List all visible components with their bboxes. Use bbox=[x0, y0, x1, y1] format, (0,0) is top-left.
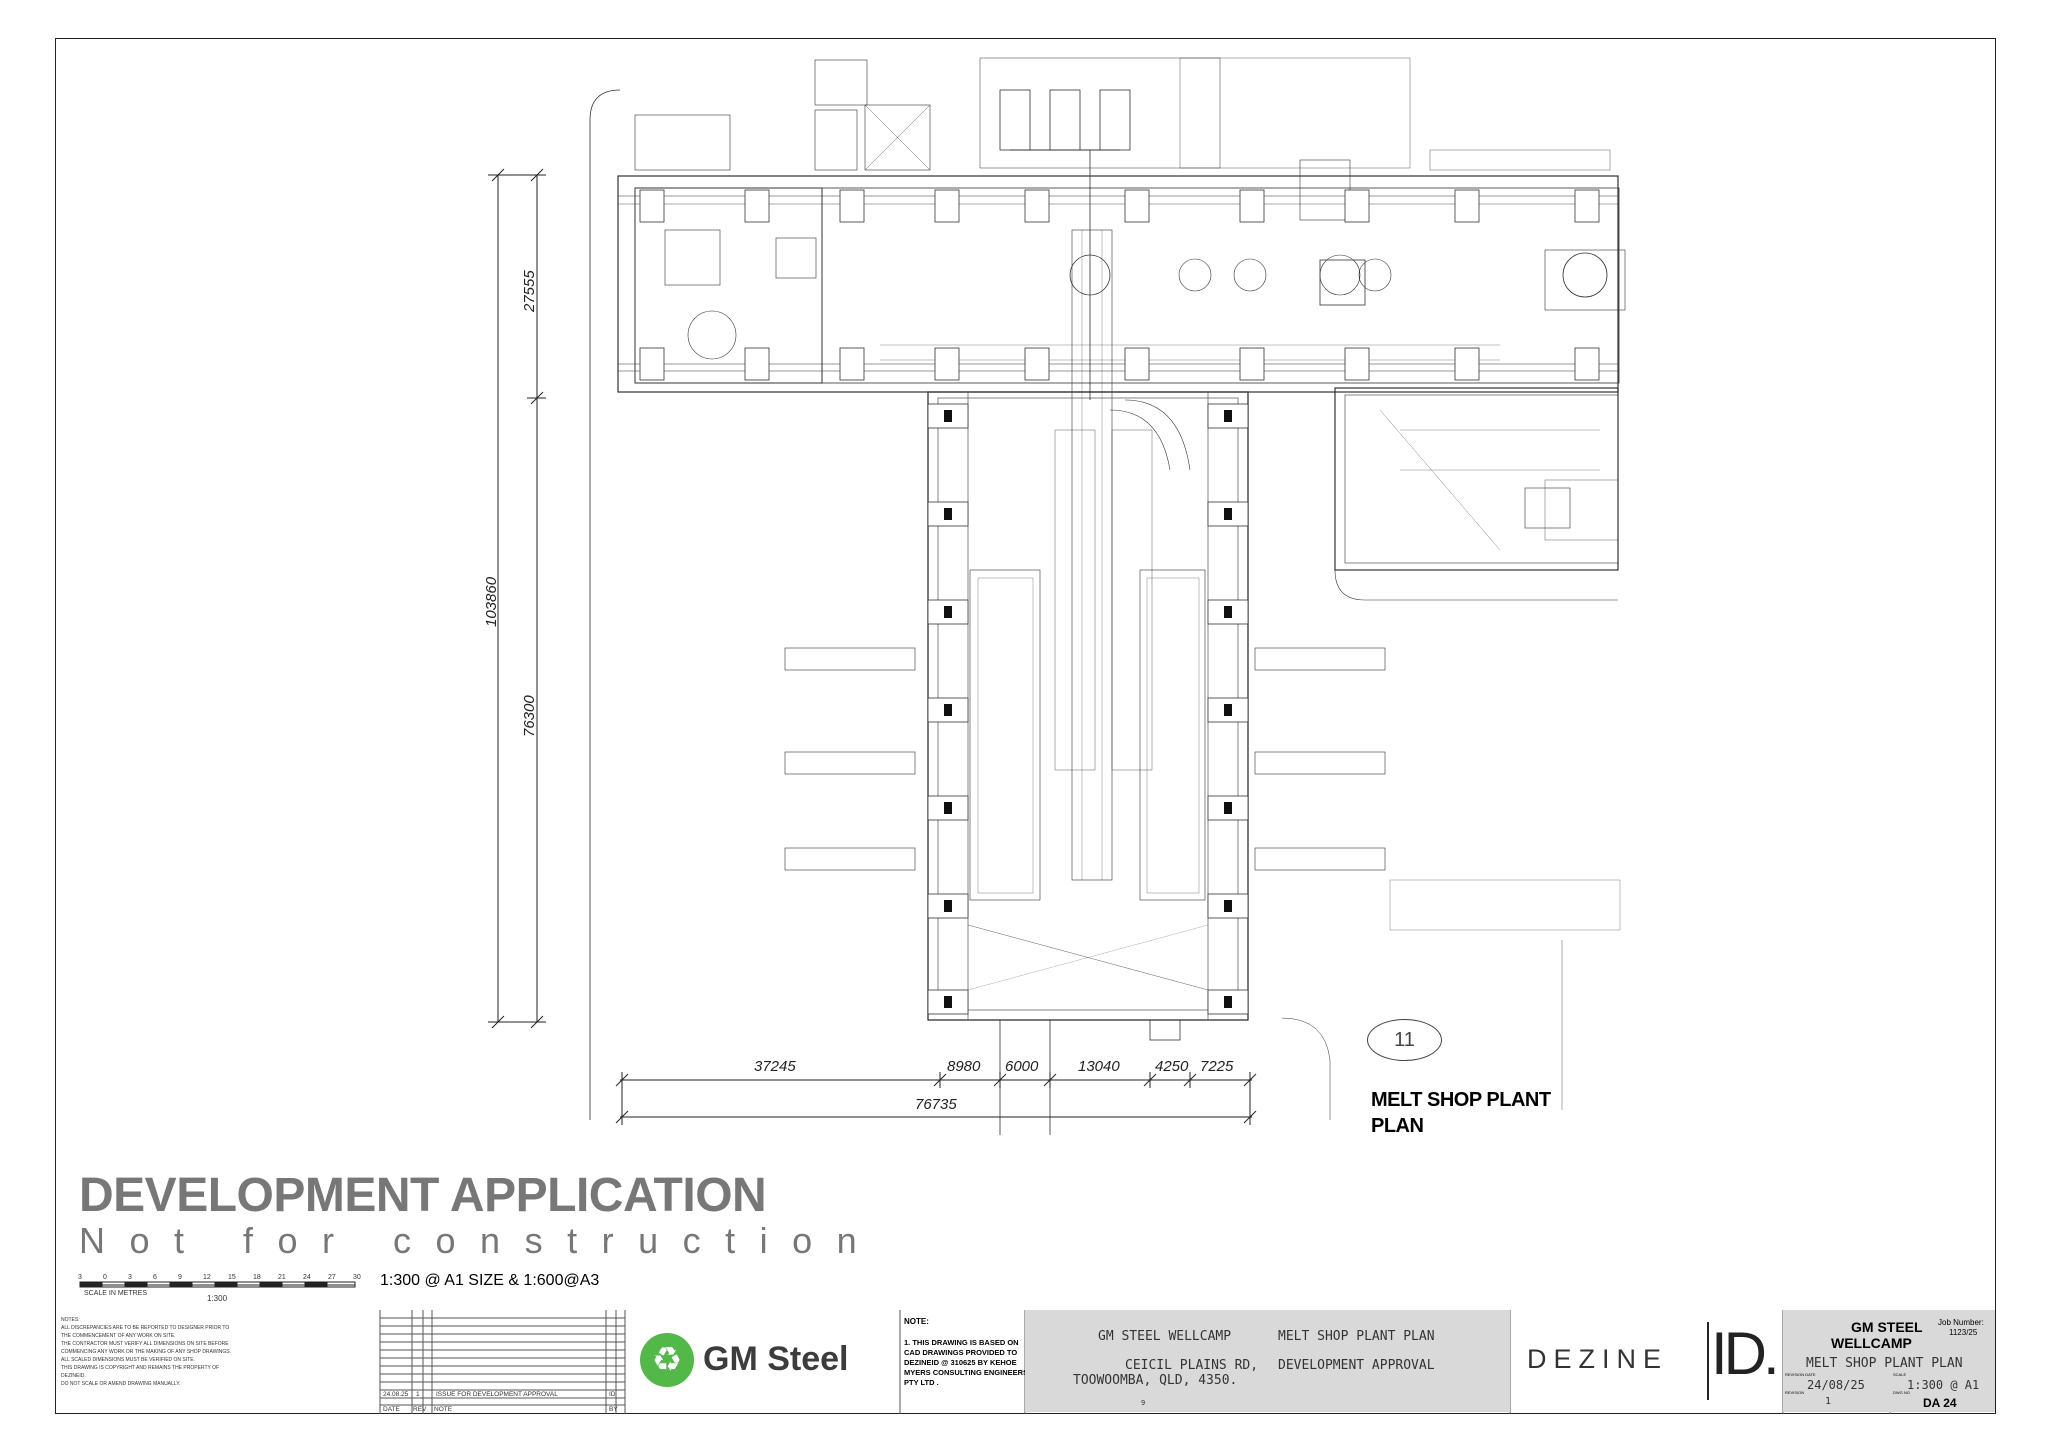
scale-bar-label: SCALE IN METRES bbox=[84, 1290, 148, 1297]
revision-date: 24.08.25 bbox=[383, 1391, 409, 1398]
client-short-2: WELLCAMP bbox=[1831, 1335, 1912, 1351]
scale-tick-label: 3 bbox=[78, 1274, 82, 1281]
client-logo: ♻ GM Steel bbox=[640, 1333, 880, 1389]
revision-label: REVISION bbox=[1785, 1390, 1805, 1395]
project-address-line1: CEICIL PLAINS RD, bbox=[1125, 1358, 1259, 1373]
notes-line: THE COMMENCEMENT OF ANY WORK ON SITE. bbox=[61, 1333, 176, 1339]
dim-8980: 8980 bbox=[947, 1058, 981, 1075]
sheet-title: MELT SHOP PLANT PLAN bbox=[1806, 1356, 1963, 1371]
scale-tick-label: 15 bbox=[228, 1274, 236, 1281]
development-application-title: DEVELOPMENT APPLICATION bbox=[79, 1169, 767, 1222]
dwg-value: DA 24 bbox=[1923, 1396, 1957, 1410]
grid-reference-tag: 11 bbox=[1367, 1019, 1442, 1061]
plan-title: MELT SHOP PLANT PLAN bbox=[1371, 1087, 1551, 1139]
recycle-icon: ♻ bbox=[640, 1333, 694, 1387]
studio-name: DEZINE bbox=[1527, 1344, 1669, 1374]
studio-mark-bar bbox=[1707, 1322, 1709, 1400]
revision-note: ISSUE FOR DEVELOPMENT APPROVAL bbox=[436, 1391, 558, 1398]
revision-value: 1 bbox=[1825, 1396, 1832, 1407]
scale-note: 1:300 @ A1 SIZE & 1:600@A3 bbox=[380, 1272, 600, 1289]
project-address-line2: TOOWOOMBA, QLD, 4350. bbox=[1073, 1373, 1238, 1388]
scale-tick-label: 9 bbox=[178, 1274, 182, 1281]
client-logo-text: GM Steel bbox=[703, 1340, 849, 1378]
scale-tick-label: 27 bbox=[328, 1274, 336, 1281]
revision-header-note: NOTE bbox=[434, 1406, 453, 1413]
plan-title-line1: MELT SHOP PLANT bbox=[1371, 1089, 1551, 1111]
lower-bay-outline bbox=[927, 391, 1249, 1021]
revision-number: 1 bbox=[416, 1391, 420, 1398]
scale-label: SCALE bbox=[1893, 1372, 1907, 1377]
notes-line: ALL DISCREPANCIES ARE TO BE REPORTED TO … bbox=[61, 1325, 230, 1331]
notes-lines: ALL DISCREPANCIES ARE TO BE REPORTED TO … bbox=[61, 1324, 411, 1388]
drawing-purpose: DEVELOPMENT APPROVAL bbox=[1278, 1358, 1435, 1373]
sheet-info-block: GM STEEL WELLCAMP Job Number: 1123/25 ME… bbox=[1783, 1310, 1995, 1412]
notes-line: COMMENCING ANY WORK OR THE MAKING OF ANY… bbox=[61, 1349, 232, 1355]
not-for-construction-subtitle: Not for construction bbox=[79, 1220, 882, 1261]
revision-date-label: REVISION DATE bbox=[1785, 1372, 1816, 1377]
job-number: 1123/25 bbox=[1949, 1328, 1978, 1337]
dwg-label: DWG NO bbox=[1893, 1390, 1910, 1395]
revision-header-by: BY bbox=[609, 1406, 618, 1413]
notes-line: DO NOT SCALE OR AMEND DRAWING MANUALLY. bbox=[61, 1381, 181, 1387]
dim-13040: 13040 bbox=[1078, 1058, 1120, 1075]
notes-line: ALL SCALED DIMENSIONS MUST BE VERIFIED O… bbox=[61, 1357, 195, 1363]
scale-tick-label: 0 bbox=[103, 1274, 107, 1281]
scale-tick-label: 18 bbox=[253, 1274, 261, 1281]
scale-bar-ratio: 1:300 bbox=[207, 1294, 228, 1303]
note-body: 1. THIS DRAWING IS BASED ON CAD DRAWINGS… bbox=[904, 1338, 1029, 1387]
scale-tick-label: 24 bbox=[303, 1274, 311, 1281]
client-short: GM STEEL bbox=[1851, 1319, 1923, 1335]
studio-mark: ID. bbox=[1711, 1320, 1780, 1387]
plan-title-line2: PLAN bbox=[1371, 1115, 1424, 1137]
revision-by: ID bbox=[609, 1391, 616, 1398]
dim-37245: 37245 bbox=[754, 1058, 796, 1075]
notes-heading: NOTES: bbox=[61, 1317, 80, 1323]
project-name: GM STEEL WELLCAMP bbox=[1098, 1329, 1232, 1344]
notes-cell: NOTES: ALL DISCREPANCIES ARE TO BE REPOR… bbox=[55, 1310, 380, 1414]
revision-date-value: 24/08/25 bbox=[1807, 1378, 1865, 1392]
scale-tick-label: 12 bbox=[203, 1274, 211, 1281]
project-info-block: GM STEEL WELLCAMP CEICIL PLAINS RD, TOOW… bbox=[1025, 1310, 1510, 1412]
job-number-label: Job Number: bbox=[1938, 1318, 1984, 1327]
dim-vertical-lower: 76300 bbox=[521, 695, 538, 737]
notes-line: THIS DRAWING IS COPYRIGHT AND REMAINS TH… bbox=[61, 1365, 220, 1371]
dim-4250: 4250 bbox=[1155, 1058, 1189, 1075]
notes-line: DEZINEID. bbox=[61, 1373, 86, 1379]
dim-vertical-total: 103860 bbox=[483, 576, 500, 627]
dim-7225: 7225 bbox=[1200, 1058, 1234, 1075]
revision-header-rev: REV bbox=[413, 1406, 427, 1413]
revision-header-date: DATE bbox=[383, 1406, 400, 1413]
notes-line: THE CONTRACTOR MUST VERIFY ALL DIMENSION… bbox=[61, 1341, 229, 1347]
scale-value: 1:300 @ A1 bbox=[1907, 1378, 1980, 1392]
notes-text: NOTES: ALL DISCREPANCIES ARE TO BE REPOR… bbox=[61, 1316, 411, 1388]
page-marker: 9 bbox=[1141, 1399, 1146, 1407]
drawing-title: MELT SHOP PLANT PLAN bbox=[1278, 1329, 1435, 1344]
scale-bar bbox=[79, 1281, 356, 1288]
dim-vertical-upper: 27555 bbox=[521, 270, 538, 312]
scale-tick-label: 3 bbox=[128, 1274, 132, 1281]
scale-tick-label: 30 bbox=[353, 1274, 361, 1281]
dim-6000: 6000 bbox=[1005, 1058, 1039, 1075]
dim-total-horizontal: 76735 bbox=[915, 1096, 957, 1113]
scale-tick-label: 6 bbox=[153, 1274, 157, 1281]
scale-tick-label: 21 bbox=[278, 1274, 286, 1281]
note-title: NOTE: bbox=[904, 1317, 929, 1326]
